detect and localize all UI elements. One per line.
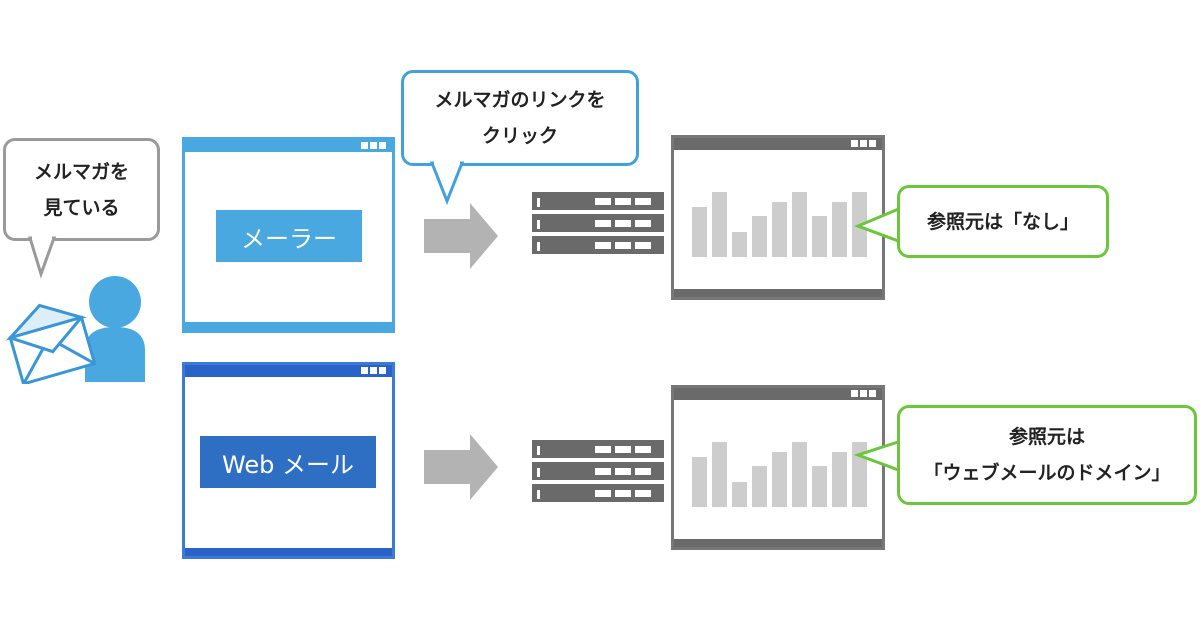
mailer-window: メーラー	[182, 137, 395, 333]
chart-bar	[832, 452, 847, 507]
chart-bar	[832, 202, 847, 257]
window-bottom-bar	[674, 289, 882, 297]
window-controls-icon	[851, 140, 876, 147]
server-stack-icon	[532, 192, 664, 254]
window-bottom-bar	[185, 548, 392, 556]
analytics-window	[671, 385, 885, 550]
user-bubble-tail	[27, 236, 57, 279]
result-line-2: 「ウェブメールのドメイン」	[923, 462, 1171, 484]
window-title-bar	[185, 365, 392, 377]
result-line-1: 参照元は	[1008, 426, 1085, 448]
mailer-label: メーラー	[216, 210, 362, 262]
click-bubble-line-1: メルマガのリンクを	[434, 89, 606, 111]
referrer-webmail-domain-bubble: 参照元は 「ウェブメールのドメイン」	[897, 405, 1197, 505]
server-stack-icon	[532, 440, 664, 502]
window-controls-icon	[851, 390, 876, 397]
chart-bar	[772, 202, 787, 257]
user-speech-bubble: メルマガを 見ている	[3, 138, 160, 241]
user-with-envelope-icon	[5, 276, 145, 384]
right-arrow-icon	[424, 434, 498, 500]
chart-bar	[692, 457, 707, 507]
chart-bar	[732, 482, 747, 507]
click-bubble-line-2: クリック	[481, 125, 558, 147]
chart-bar	[712, 442, 727, 507]
window-controls-icon	[361, 142, 386, 149]
referrer-none-bubble: 参照元は「なし」	[897, 185, 1109, 258]
window-title-bar	[674, 138, 882, 150]
window-bottom-bar	[185, 322, 392, 330]
chart-bar	[812, 216, 827, 257]
chart-bar	[712, 192, 727, 257]
analytics-window	[671, 135, 885, 300]
result-line-1: 参照元は「なし」	[926, 210, 1079, 233]
user-bubble-line-2: 見ている	[43, 196, 120, 219]
analytics-bar-chart	[692, 192, 867, 257]
chart-bar	[812, 466, 827, 507]
webmail-label: Web メール	[200, 436, 376, 488]
chart-bar	[752, 216, 767, 257]
chart-bar	[792, 192, 807, 257]
chart-bar	[792, 442, 807, 507]
window-title-bar	[674, 388, 882, 400]
right-arrow-icon	[424, 203, 498, 269]
click-bubble-tail	[429, 161, 465, 206]
webmail-window: Web メール	[182, 362, 395, 559]
window-controls-icon	[361, 367, 386, 374]
user-bubble-line-1: メルマガを	[33, 160, 129, 183]
chart-bar	[772, 452, 787, 507]
window-title-bar	[185, 140, 392, 152]
analytics-bar-chart	[692, 442, 867, 507]
click-link-speech-bubble: メルマガのリンクを クリック	[401, 70, 639, 166]
chart-bar	[732, 232, 747, 257]
chart-bar	[692, 207, 707, 257]
window-bottom-bar	[674, 539, 882, 547]
chart-bar	[752, 466, 767, 507]
